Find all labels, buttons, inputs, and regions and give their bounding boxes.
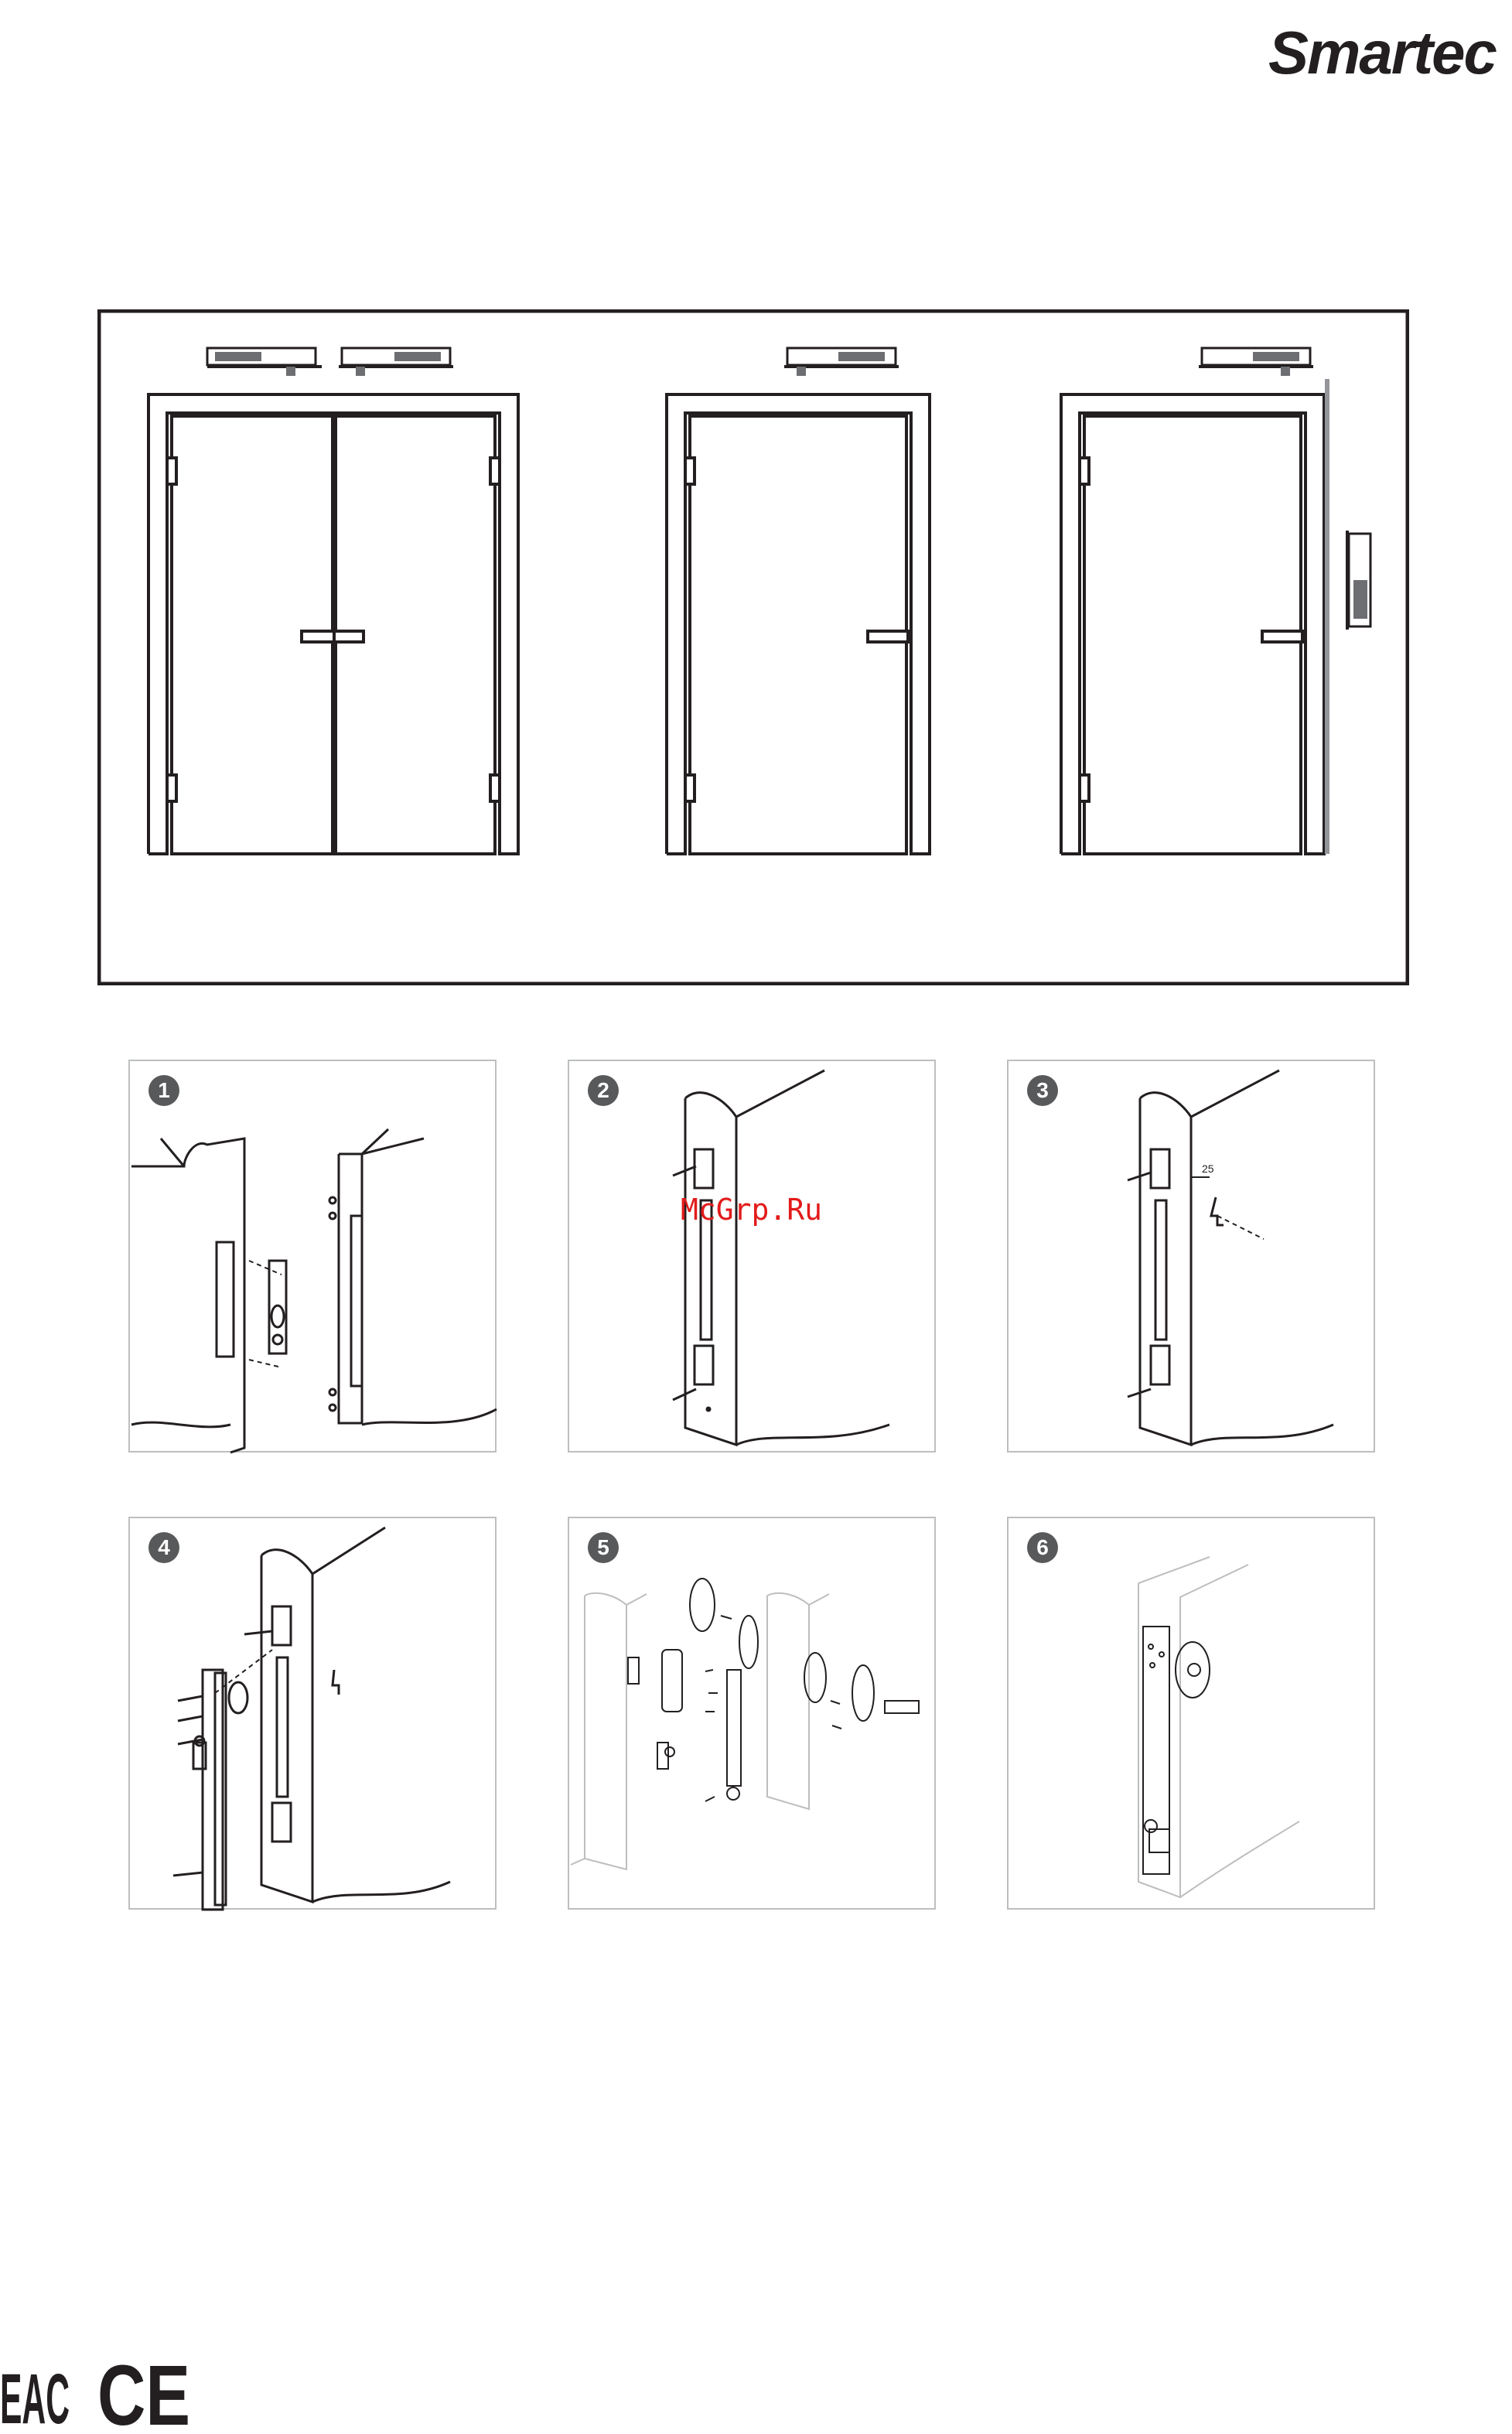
step-6-panel: 6 <box>1007 1517 1375 1910</box>
step-5-panel: 5 <box>568 1517 936 1910</box>
step-6-illustration <box>1009 1518 1377 1911</box>
ce-mark: CE <box>97 2355 198 2432</box>
step-number-badge: 5 <box>588 1532 619 1563</box>
step-number-badge: 3 <box>1027 1075 1058 1106</box>
eac-label: EAC <box>0 2360 70 2432</box>
ce-label: CE <box>97 2355 190 2432</box>
single-door-closer <box>784 348 899 376</box>
step-5-illustration <box>569 1518 937 1911</box>
step-1-panel: 1 <box>128 1060 497 1453</box>
watermark: McGrp.Ru <box>681 1193 822 1227</box>
brand-wordmark: Smartec <box>1268 19 1497 87</box>
step-4-illustration <box>130 1518 498 1911</box>
eac-mark: EAC <box>0 2355 70 2432</box>
double-door <box>148 394 518 854</box>
step-3-panel: 25 3 <box>1007 1060 1375 1453</box>
step-2-panel: 2 <box>568 1060 936 1453</box>
single-door-side-mount <box>1061 379 1327 854</box>
step-1-illustration <box>130 1061 498 1454</box>
step-number-badge: 1 <box>148 1075 179 1106</box>
dimension-label: 25 <box>1202 1162 1214 1175</box>
door-configurations-diagram <box>97 309 1409 985</box>
step-2-illustration <box>569 1061 937 1454</box>
step-number-badge: 2 <box>588 1075 619 1106</box>
step-3-illustration: 25 <box>1009 1061 1377 1454</box>
step-number-badge: 4 <box>148 1532 179 1563</box>
single-door-top-mount <box>667 394 930 854</box>
step-number-badge: 6 <box>1027 1532 1058 1563</box>
side-mount-closers <box>1199 348 1370 630</box>
smartec-logo: Smartec <box>1261 8 1508 101</box>
step-4-panel: 4 <box>128 1517 497 1910</box>
double-door-closers <box>207 348 453 376</box>
